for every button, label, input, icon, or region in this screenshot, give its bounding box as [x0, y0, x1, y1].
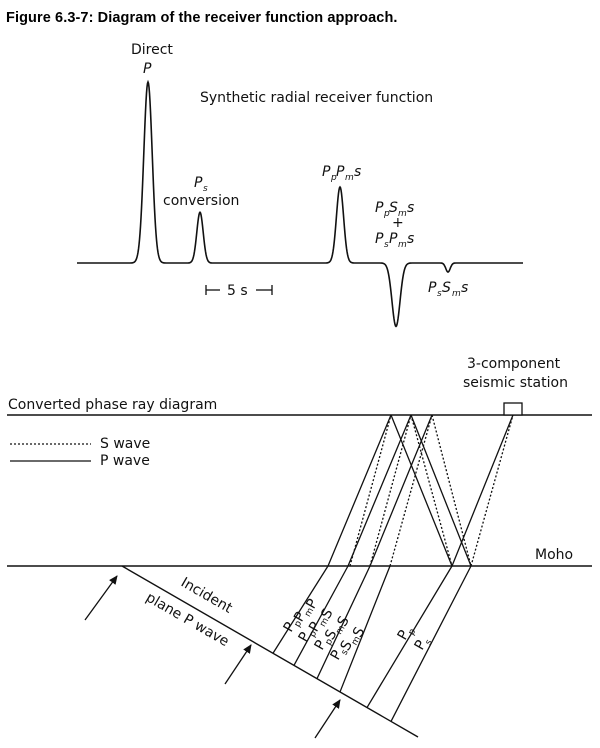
- station-label-line2: seismic station: [463, 375, 568, 391]
- svg-text:P: P: [389, 231, 398, 247]
- svg-text:s: s: [384, 240, 389, 250]
- svg-text:S: S: [442, 280, 451, 296]
- incident-arrow-icon: [314, 699, 341, 739]
- ray-incoming-p: [272, 565, 329, 654]
- pppms-label: P p P m s: [322, 164, 361, 183]
- ppsms-pspms-label: P p S m s + P s P m s: [375, 200, 414, 250]
- ray-incoming-p: [339, 565, 391, 693]
- station-label-line1: 3-component: [467, 356, 561, 372]
- svg-text:p: p: [383, 209, 390, 219]
- seismic-station-icon: [503, 402, 523, 416]
- direct-p-label-line1: Direct: [131, 42, 173, 58]
- ray-incoming-p: [390, 565, 472, 722]
- ps-label-main: P: [194, 175, 203, 191]
- svg-text:S: S: [389, 200, 398, 216]
- svg-text:P: P: [336, 164, 345, 180]
- ray-incoming-p: [293, 565, 349, 666]
- svg-text:+: +: [392, 215, 404, 231]
- svg-text:s: s: [461, 280, 468, 296]
- pssms-label: P s S m s: [428, 280, 468, 299]
- svg-text:P: P: [322, 164, 331, 180]
- ray-s-up: [389, 414, 433, 567]
- svg-text:s: s: [437, 289, 442, 299]
- svg-text:s: s: [407, 231, 414, 247]
- legend-p-wave-label: P wave: [100, 453, 150, 469]
- svg-text:P: P: [375, 231, 384, 247]
- svg-text:m: m: [398, 209, 407, 219]
- ps-label-sub: s: [203, 184, 208, 194]
- svg-text:m: m: [345, 173, 354, 183]
- receiver-function-panel: Synthetic radial receiver function Direc…: [77, 42, 523, 328]
- ray-incoming-p: [366, 565, 453, 708]
- legend-s-wave-label: S wave: [100, 436, 150, 452]
- ray-direct-s: [470, 414, 514, 567]
- direct-p-label: P: [143, 61, 152, 77]
- time-scale-label: 5 s: [227, 283, 248, 299]
- ray-s-down: [410, 414, 453, 567]
- receiver-function-title: Synthetic radial receiver function: [200, 90, 433, 106]
- ray-p-up: [327, 414, 392, 567]
- ray-incoming-p: [316, 565, 371, 679]
- ray-s-up: [369, 414, 412, 567]
- ray-p-down: [390, 414, 453, 567]
- ray-paths: [272, 414, 514, 722]
- figure-title: Figure 6.3-7: Diagram of the receiver fu…: [6, 10, 398, 26]
- ray-s-down: [431, 414, 472, 567]
- ray-diagram-title: Converted phase ray diagram: [8, 397, 217, 413]
- moho-label: Moho: [535, 547, 573, 563]
- svg-text:s: s: [407, 200, 414, 216]
- svg-text:m: m: [398, 240, 407, 250]
- ps-label-line2: conversion: [163, 193, 239, 209]
- time-scale-bar: [205, 285, 273, 295]
- receiver-function-trace: [77, 79, 523, 328]
- svg-text:P: P: [428, 280, 437, 296]
- svg-text:P: P: [375, 200, 384, 216]
- svg-text:p: p: [330, 173, 337, 183]
- incident-arrow-icon: [224, 644, 252, 685]
- incident-arrow-icon: [84, 575, 118, 621]
- svg-text:s: s: [354, 164, 361, 180]
- svg-text:m: m: [452, 289, 461, 299]
- ray-direct-p: [451, 414, 514, 567]
- ray-s-up: [349, 414, 392, 567]
- incident-wavefront-line: [121, 565, 419, 738]
- ray-p-down: [410, 414, 472, 567]
- ray-diagram-panel: Converted phase ray diagram 3-component …: [7, 356, 592, 739]
